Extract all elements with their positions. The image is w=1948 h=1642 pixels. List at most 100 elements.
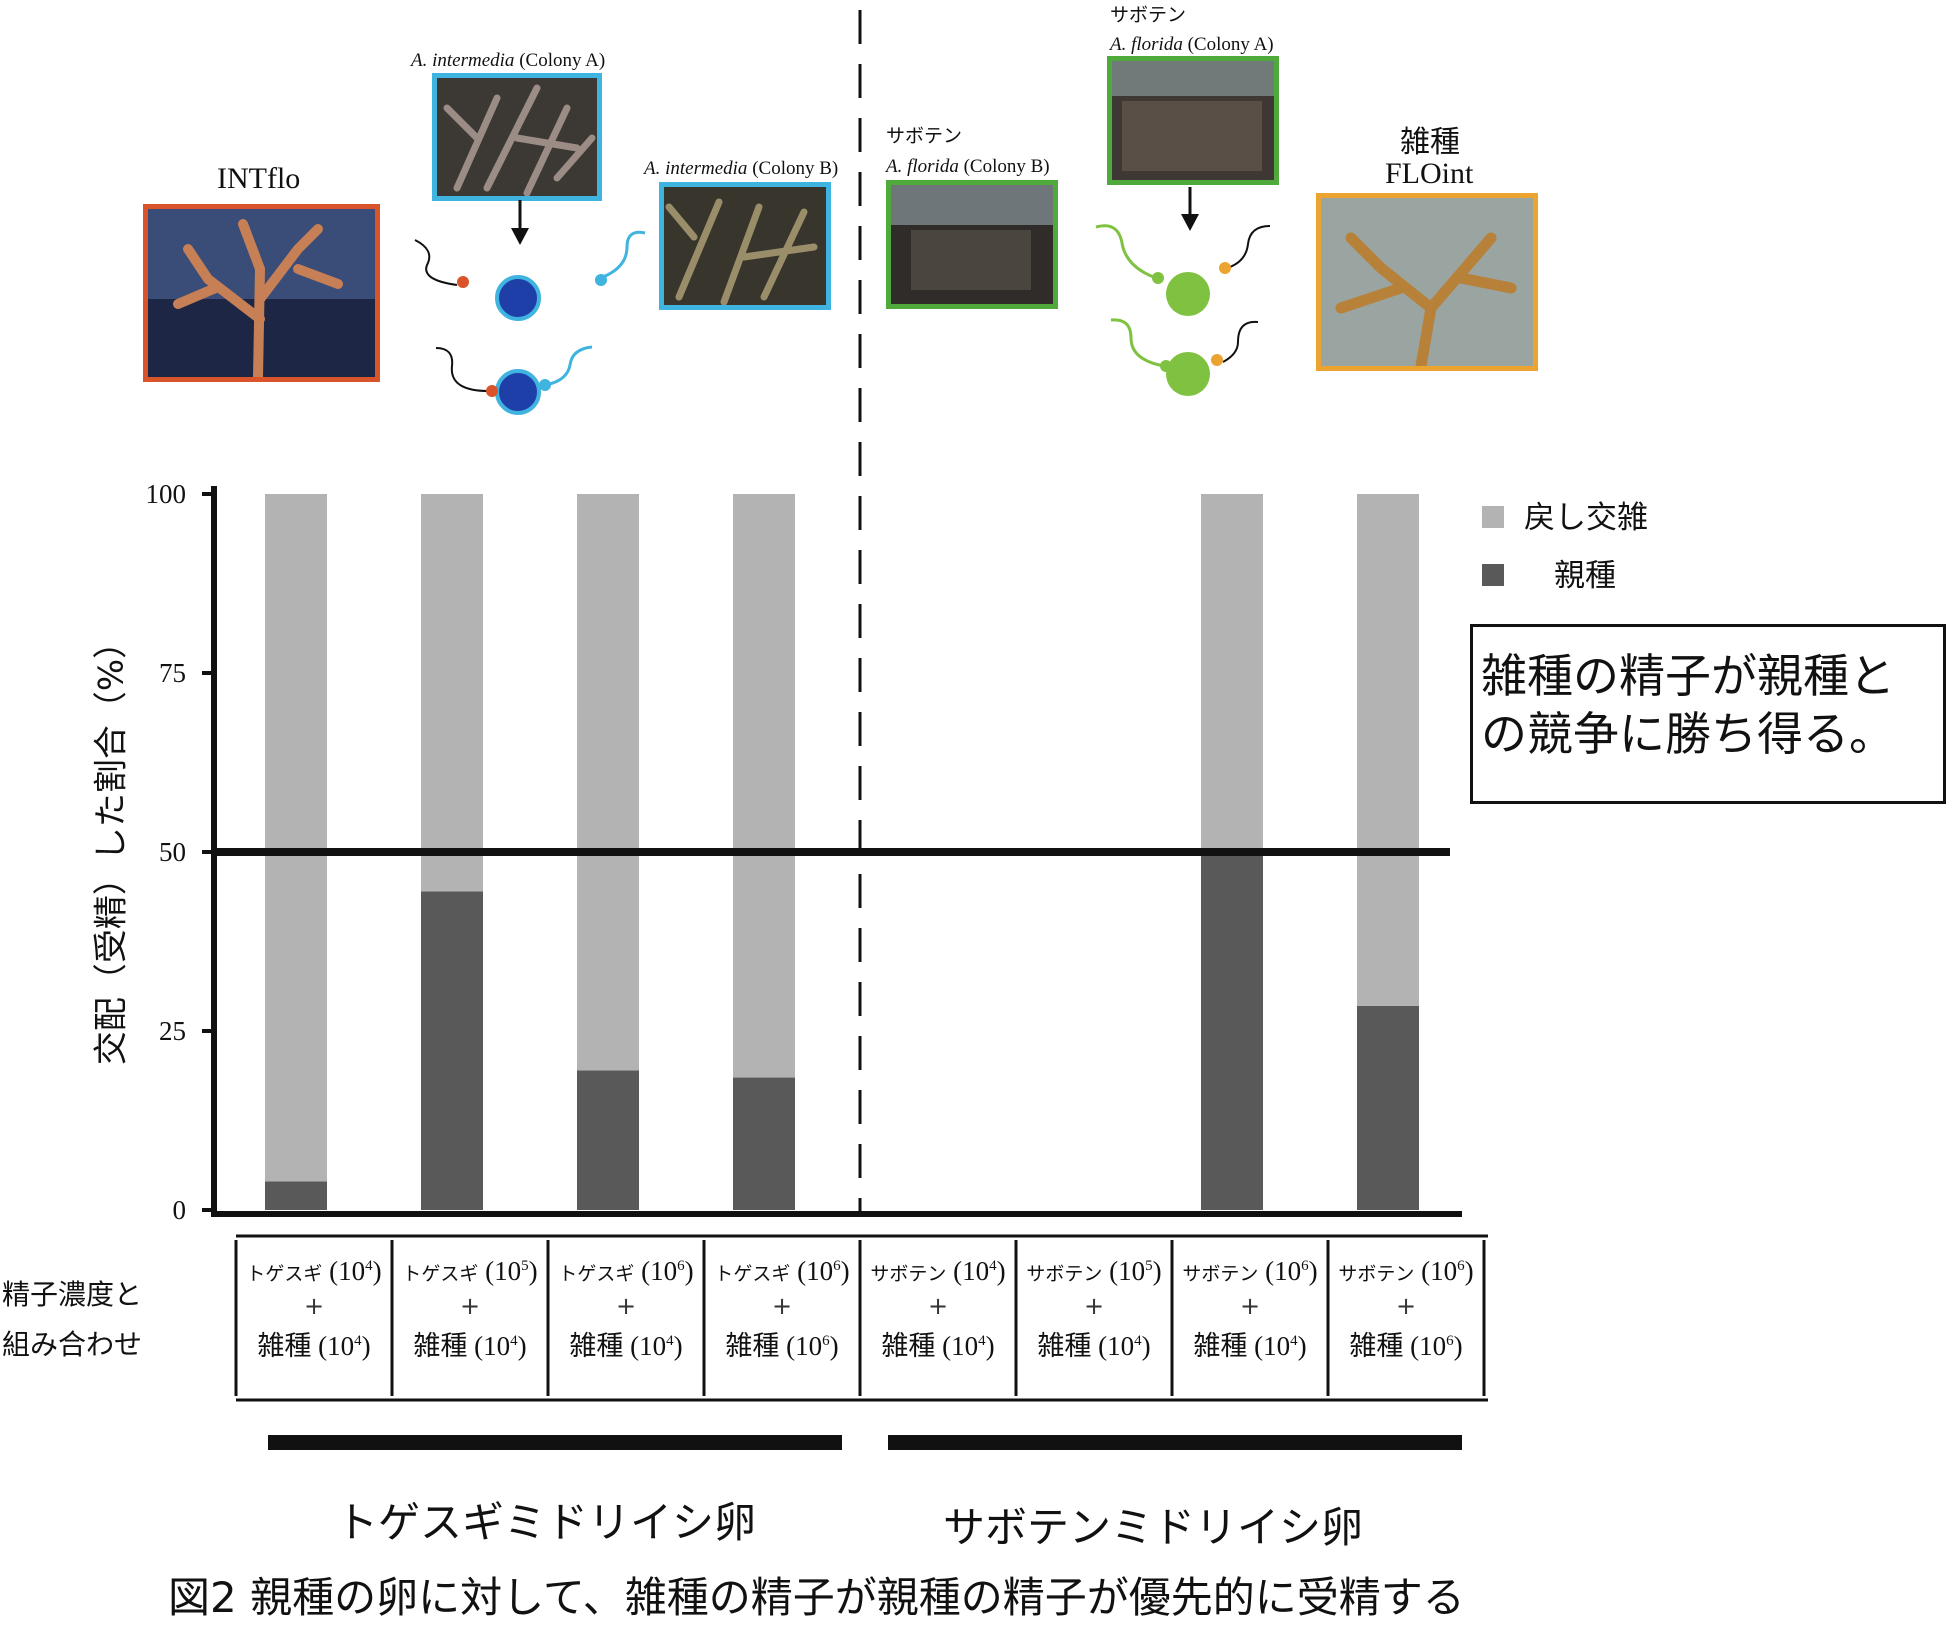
category-plus-icon: + xyxy=(1239,1292,1261,1320)
category-bottom-concentration: (104) xyxy=(1091,1331,1151,1361)
y-tick-label-100: 100 xyxy=(146,479,187,509)
int-a-label: A. intermedia (Colony A) xyxy=(411,50,605,72)
y-tick-label-25: 25 xyxy=(159,1016,186,1046)
category-top-6: サボテン (105) xyxy=(1016,1256,1172,1292)
bar-backcross-1 xyxy=(265,494,327,1182)
int-a-colony: (Colony A) xyxy=(519,50,606,71)
category-plus-icon: + xyxy=(459,1292,481,1320)
category-bottom-7: 雑種 (104) xyxy=(1172,1324,1328,1363)
category-top-concentration: (105) xyxy=(478,1256,538,1286)
category-top-name: サボテン xyxy=(870,1263,947,1285)
category-bottom-concentration: (104) xyxy=(467,1331,527,1361)
flo-b-label: A. florida (Colony B) xyxy=(886,156,1050,178)
category-top-name: サボテン xyxy=(1338,1263,1415,1285)
coral-image xyxy=(437,78,597,196)
flo-a-common-label: サボテン xyxy=(1110,4,1187,26)
floint-label-1: 雑種 xyxy=(1400,125,1460,160)
category-bottom-name: 雑種 xyxy=(569,1331,624,1362)
bar-backcross-3 xyxy=(577,494,639,1071)
intflo-coral-photo xyxy=(143,204,380,382)
category-bottom-name: 雑種 xyxy=(1349,1331,1404,1362)
floint-coral-photo xyxy=(1316,193,1538,371)
category-plus-icon: + xyxy=(1083,1292,1105,1320)
row-label: 精子濃度と 組み合わせ xyxy=(2,1270,142,1370)
coral-image xyxy=(1112,61,1274,180)
bar-backcross-7 xyxy=(1201,494,1263,856)
int-arrow-icon xyxy=(511,200,529,245)
category-top-name: トゲスギ xyxy=(714,1263,791,1285)
conclusion-line-1: 雑種の精子が親種と xyxy=(1481,649,1895,703)
flo-a-colony: (Colony A) xyxy=(1187,34,1274,55)
category-top-concentration: (105) xyxy=(1102,1256,1162,1286)
category-top-concentration: (106) xyxy=(790,1256,850,1286)
row-label-line-2: 組み合わせ xyxy=(2,1328,143,1361)
category-bottom-concentration: (104) xyxy=(935,1331,995,1361)
category-top-4: トゲスギ (106) xyxy=(704,1256,860,1292)
category-bottom-name: 雑種 xyxy=(413,1331,468,1362)
red-sperm-icon xyxy=(414,239,469,288)
blue-egg-icon xyxy=(495,275,541,321)
int-b-coral-photo xyxy=(659,182,831,310)
category-cell-3: トゲスギ (106)+ 雑種 (104) xyxy=(548,1256,704,1363)
bar-parent-8 xyxy=(1357,1005,1419,1210)
category-top-name: サボテン xyxy=(1026,1263,1103,1285)
y-tick-label-50: 50 xyxy=(159,837,186,867)
flo-b-coral-photo xyxy=(886,180,1058,309)
category-top-3: トゲスギ (106) xyxy=(548,1256,704,1292)
bar-backcross-2 xyxy=(421,494,483,892)
legend-label-parent: 親種 xyxy=(1554,558,1616,594)
category-bottom-name: 雑種 xyxy=(881,1331,936,1362)
category-top-concentration: (104) xyxy=(946,1256,1006,1286)
y-tick-label-75: 75 xyxy=(159,658,186,688)
category-bottom-2: 雑種 (104) xyxy=(392,1324,548,1363)
category-bottom-name: 雑種 xyxy=(257,1331,312,1362)
category-top-1: トゲスギ (104) xyxy=(236,1256,392,1292)
category-plus-icon: + xyxy=(615,1292,637,1320)
category-top-concentration: (104) xyxy=(322,1256,382,1286)
category-plus-icon: + xyxy=(1395,1292,1417,1320)
category-bottom-concentration: (104) xyxy=(1247,1331,1307,1361)
red-sperm-attached-icon xyxy=(435,347,498,397)
category-cell-7: サボテン (106)+雑種 (104) xyxy=(1172,1256,1328,1363)
floint-label-2: FLOint xyxy=(1385,157,1474,190)
bar-parent-2 xyxy=(421,891,483,1210)
category-plus-icon: + xyxy=(771,1292,793,1320)
category-top-name: トゲスギ xyxy=(402,1263,479,1285)
row-label-line-1: 精子濃度と xyxy=(2,1278,143,1311)
category-top-name: トゲスギ xyxy=(558,1263,635,1285)
int-a-species: A. intermedia xyxy=(411,50,515,71)
flo-arrow-icon xyxy=(1181,187,1199,231)
intflo-label: INTflo xyxy=(217,162,301,195)
category-top-2: トゲスギ (105) xyxy=(392,1256,548,1292)
category-cell-8: サボテン (106)+雑種 (106) xyxy=(1328,1256,1484,1363)
coral-image xyxy=(1321,198,1533,366)
category-bottom-concentration: (106) xyxy=(1403,1331,1463,1361)
coral-image xyxy=(891,185,1053,304)
flo-a-coral-photo xyxy=(1107,56,1279,185)
group-label-saboten: サボテンミドリイシ卵 xyxy=(942,1503,1364,1552)
category-cell-4: トゲスギ (106)+雑種 (106) xyxy=(704,1256,860,1363)
group-bar-saboten xyxy=(888,1435,1462,1450)
orange-sperm-icon xyxy=(1219,225,1271,274)
flo-a-label: A. florida (Colony A) xyxy=(1110,34,1274,56)
category-plus-icon: + xyxy=(927,1292,949,1320)
green-egg-fertilized-icon xyxy=(1166,352,1210,396)
category-cell-6: サボテン (105)+雑種 (104) xyxy=(1016,1256,1172,1363)
legend-swatch-backcross xyxy=(1482,506,1504,528)
category-top-concentration: (106) xyxy=(1258,1256,1318,1286)
legend-label-backcross: 戻し交雑 xyxy=(1524,500,1648,536)
coral-image xyxy=(148,209,375,377)
category-bottom-3: 雑種 (104) xyxy=(548,1324,704,1363)
category-bottom-6: 雑種 (104) xyxy=(1016,1324,1172,1363)
category-top-concentration: (106) xyxy=(1414,1256,1474,1286)
category-plus-icon: + xyxy=(303,1292,325,1320)
category-top-5: サボテン (104) xyxy=(860,1256,1016,1292)
flo-b-colony: (Colony B) xyxy=(963,156,1050,177)
category-top-8: サボテン (106) xyxy=(1328,1256,1484,1292)
category-top-name: トゲスギ xyxy=(246,1263,323,1285)
category-bottom-concentration: (106) xyxy=(779,1331,839,1361)
legend-swatch-parent xyxy=(1482,564,1504,586)
bar-backcross-8 xyxy=(1357,494,1419,1006)
